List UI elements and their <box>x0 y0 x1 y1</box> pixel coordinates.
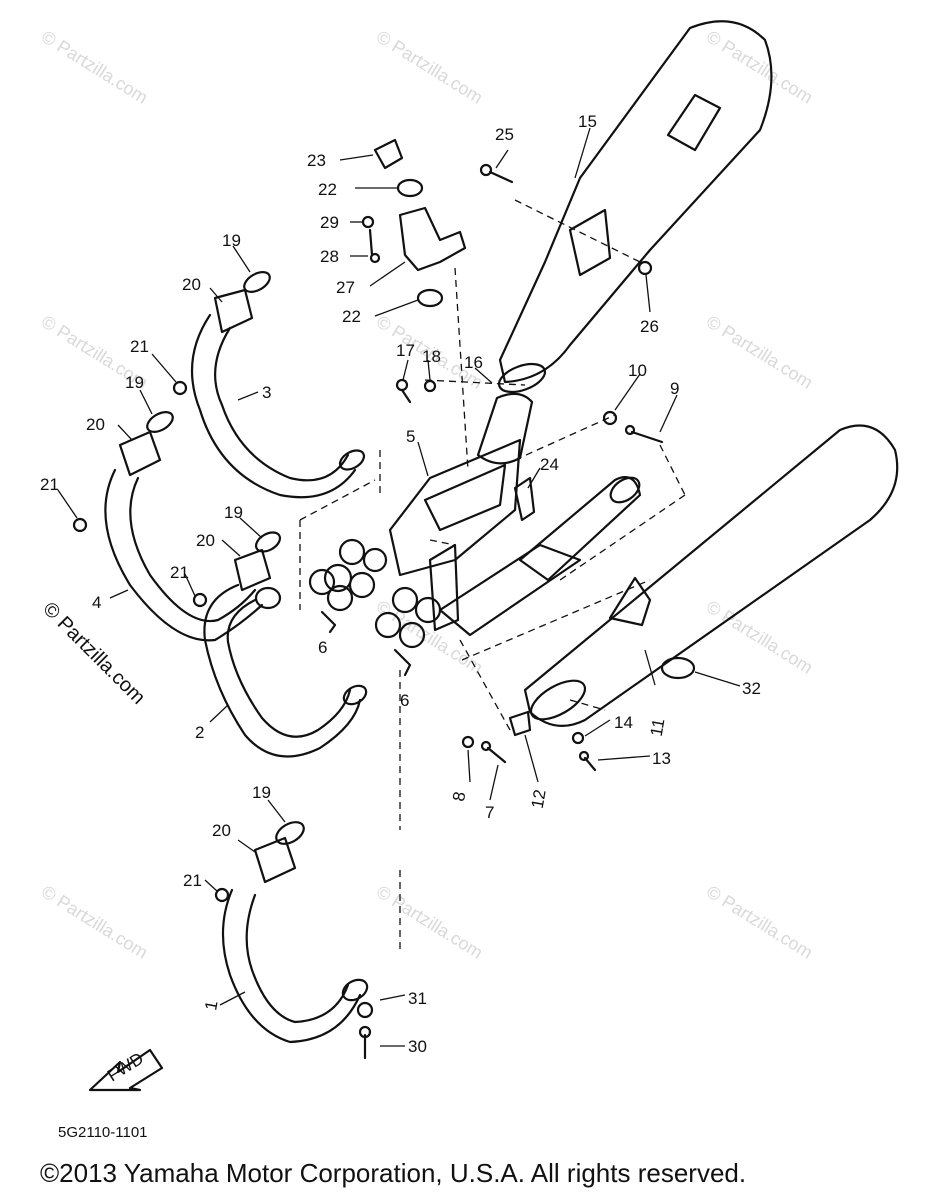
callout-21: 21 <box>183 871 202 890</box>
watermark: © Partzilla.com <box>703 26 816 107</box>
callout-21: 21 <box>40 475 59 494</box>
watermark: © Partzilla.com <box>703 881 816 962</box>
watermark: © Partzilla.com <box>373 881 486 962</box>
watermark-layer: © Partzilla.com © Partzilla.com © Partzi… <box>38 26 816 962</box>
callout-5: 5 <box>406 427 415 446</box>
bracket-assembly <box>361 138 653 308</box>
callout-27: 27 <box>336 278 355 297</box>
callout-11: 11 <box>647 717 669 738</box>
callout-22: 22 <box>342 307 361 326</box>
callout-16: 16 <box>464 353 483 372</box>
callout-4: 4 <box>92 593 101 612</box>
small-hardware <box>72 378 696 1060</box>
exhaust-pipe-2 <box>203 531 368 758</box>
callout-32: 32 <box>742 679 761 698</box>
diagram-code: 5G2110-1101 <box>58 1124 148 1141</box>
exhaust-pipe-4 <box>104 411 282 642</box>
callout-26: 26 <box>640 317 659 336</box>
fwd-arrow: FWD <box>88 1049 164 1092</box>
callout-1: 1 <box>201 999 221 1012</box>
callout-19: 19 <box>125 373 144 392</box>
callout-leaders <box>57 127 741 1047</box>
callout-19: 19 <box>252 783 271 802</box>
fwd-label: FWD <box>104 1049 147 1086</box>
callout-20: 20 <box>196 531 215 550</box>
part-callouts: 23 22 29 28 27 22 25 15 26 19 20 21 19 2… <box>40 112 761 1056</box>
callout-10: 10 <box>628 361 647 380</box>
watermark: © Partzilla.com <box>373 26 486 107</box>
callout-20: 20 <box>86 415 105 434</box>
watermark: © Partzilla.com <box>38 881 151 962</box>
callout-8: 8 <box>449 790 469 803</box>
callout-25: 25 <box>495 125 514 144</box>
collector-chamber <box>388 438 642 637</box>
exhaust-pipe-3 <box>190 271 366 499</box>
callout-7: 7 <box>485 803 494 822</box>
callout-31: 31 <box>408 989 427 1008</box>
muffler-lower <box>523 424 899 728</box>
callout-2: 2 <box>195 723 204 742</box>
rubber-mount <box>513 476 536 522</box>
callout-12: 12 <box>528 788 550 810</box>
muffler-upper <box>476 20 773 465</box>
callout-22: 22 <box>318 180 337 199</box>
watermark: © Partzilla.com <box>703 311 816 392</box>
watermark: © Partzilla.com <box>703 596 816 677</box>
callout-21: 21 <box>130 337 149 356</box>
callout-6: 6 <box>318 638 327 657</box>
callout-20: 20 <box>212 821 231 840</box>
callout-29: 29 <box>320 213 339 232</box>
callout-17: 17 <box>396 341 415 360</box>
watermark: © Partzilla.com <box>38 26 151 107</box>
callout-6: 6 <box>400 691 409 710</box>
callout-21: 21 <box>170 563 189 582</box>
callout-20: 20 <box>182 275 201 294</box>
watermark-side: © Partzilla.com <box>38 598 149 709</box>
callout-3: 3 <box>262 383 271 402</box>
callout-19: 19 <box>222 231 241 250</box>
callout-24: 24 <box>540 455 559 474</box>
callout-19: 19 <box>224 503 243 522</box>
assembly-guide-lines <box>299 199 686 950</box>
exhaust-pipe-1 <box>221 821 369 1044</box>
callout-18: 18 <box>422 347 441 366</box>
joint-cluster <box>308 538 442 677</box>
callout-28: 28 <box>320 247 339 266</box>
callout-30: 30 <box>408 1037 427 1056</box>
callout-13: 13 <box>652 749 671 768</box>
copyright-notice: ©2013 Yamaha Motor Corporation, U.S.A. A… <box>40 1158 747 1188</box>
callout-9: 9 <box>670 379 679 398</box>
callout-15: 15 <box>578 112 597 131</box>
callout-23: 23 <box>307 151 326 170</box>
callout-14: 14 <box>614 713 633 732</box>
